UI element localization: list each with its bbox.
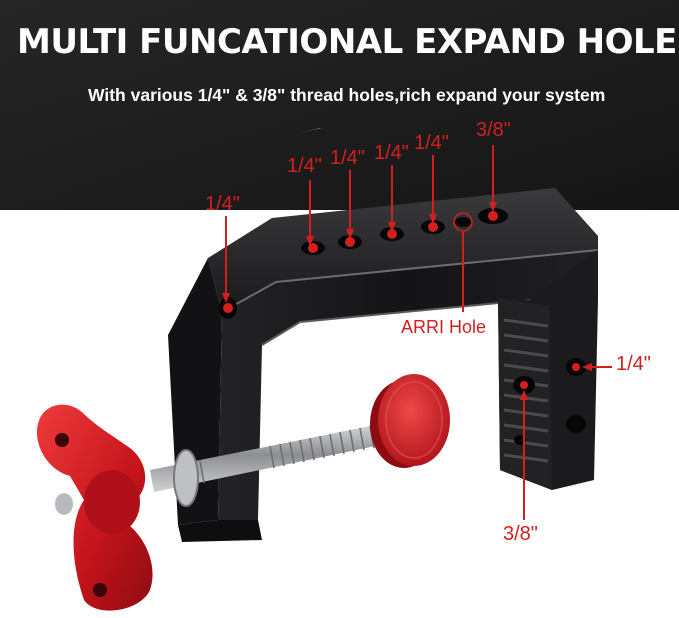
callout-bottom-3-8: 3/8": [503, 523, 538, 545]
top-thread-holes: [301, 208, 508, 255]
dark-diagonal-band: [0, 0, 679, 210]
callout-top-1-quarter: 1/4": [287, 155, 322, 177]
red-pressure-pad: [370, 374, 450, 468]
callout-arri-hole: ARRI Hole: [401, 317, 487, 337]
side-thread-holes: [219, 297, 586, 445]
subheadline: With various 1/4" & 3/8" thread holes,ri…: [88, 85, 606, 105]
headline: MULTI FUNCATIONAL EXPAND HOLES: [17, 22, 679, 62]
red-wing-knob: [36, 404, 153, 611]
callout-right-quarter: 1/4": [616, 353, 651, 375]
callout-top-4-quarter: 1/4": [414, 132, 449, 154]
clamp-body: [168, 188, 599, 542]
callout-arrows: [222, 145, 612, 520]
callout-left-quarter: 1/4": [205, 193, 240, 215]
callout-top-2-quarter: 1/4": [330, 147, 365, 169]
callout-top-3-8: 3/8": [476, 119, 511, 141]
callout-top-3-quarter: 1/4": [374, 142, 409, 164]
